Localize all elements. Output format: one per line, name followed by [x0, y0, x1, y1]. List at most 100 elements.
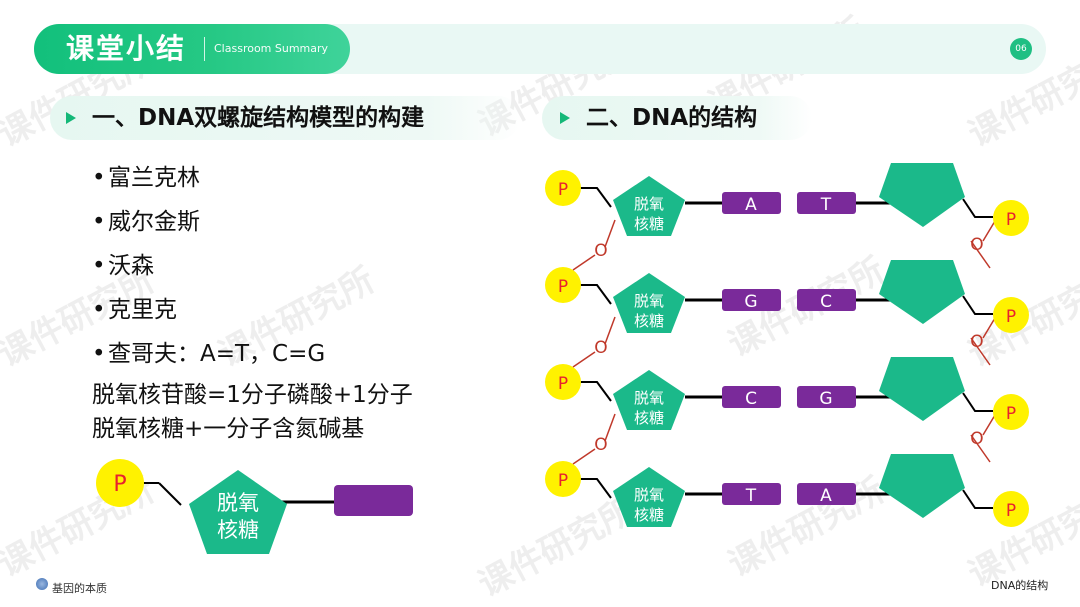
phosphate-circle	[545, 461, 581, 497]
oxygen-bond-label: O	[594, 435, 607, 455]
dna-structure-diagram: O O O O O O P 脱氧 核糖 A T P P 脱氧 核糖 G C	[545, 163, 1029, 527]
deoxyribose-pentagon	[613, 370, 685, 430]
base-letter: C	[820, 292, 832, 312]
phosphate-label: P	[1006, 501, 1016, 521]
page-number-badge: 06	[1010, 38, 1032, 60]
phosphate-label: P	[558, 471, 568, 491]
phosphate-bond-line	[158, 482, 182, 506]
oxygen-bond-label: O	[594, 241, 607, 261]
sugar-label-line-2: 核糖	[634, 312, 664, 330]
deoxyribose-pentagon	[879, 454, 965, 518]
phosphate-circle	[96, 459, 144, 507]
base-letter: C	[745, 389, 757, 409]
sugar-label-line-2: 核糖	[634, 506, 664, 524]
triangle-bullet-icon	[66, 112, 76, 124]
phosphate-label: P	[558, 374, 568, 394]
base-block	[797, 386, 856, 408]
list-item: •富兰克林	[92, 156, 325, 200]
base-letter: T	[820, 195, 832, 215]
right-backbone-bonds	[970, 220, 996, 463]
phosphate-label: P	[1006, 210, 1016, 230]
section-heading-left: 一、DNA双螺旋结构模型的构建	[92, 105, 425, 131]
nucleotide-definition-line-1: 脱氧核苷酸=1分子磷酸+1分子	[92, 382, 413, 408]
phosphate-circle	[993, 394, 1029, 430]
base-letter: T	[745, 486, 757, 506]
list-item: •查哥夫：A=T，C=G	[92, 332, 325, 376]
sugar-label-line-2: 核糖	[634, 409, 664, 427]
oxygen-bond-label: O	[970, 235, 983, 255]
phosphate-label: P	[558, 277, 568, 297]
deoxyribose-pentagon	[189, 470, 287, 554]
base-block	[797, 289, 856, 311]
nucleotide-diagram: P 脱氧 核糖	[96, 459, 413, 554]
base-block	[722, 289, 781, 311]
bullet-dot: •	[92, 341, 106, 367]
list-item-text: 富兰克林	[108, 165, 200, 191]
footer-chapter: 基因的本质	[52, 582, 107, 595]
deoxyribose-pentagon	[879, 260, 965, 324]
list-item-text: 查哥夫：A=T，C=G	[108, 341, 326, 367]
course-logo-icon	[36, 578, 48, 590]
deoxyribose-pentagon	[879, 163, 965, 227]
phosphate-circle	[545, 170, 581, 206]
page-subtitle: Classroom Summary	[214, 42, 329, 55]
phosphate-circle	[993, 200, 1029, 236]
oxygen-bond-label: O	[594, 338, 607, 358]
base-block	[797, 483, 856, 505]
phosphate-label: P	[558, 180, 568, 200]
base-block	[722, 386, 781, 408]
page-title: 课堂小结	[66, 32, 187, 65]
sugar-label-line-1: 脱氧	[634, 195, 664, 213]
header-title-pill	[34, 24, 350, 74]
sugar-label-line-1: 脱氧	[634, 292, 664, 310]
header-divider	[204, 37, 205, 61]
deoxyribose-pentagon	[613, 467, 685, 527]
sugar-label-line-1: 脱氧	[634, 389, 664, 407]
base-pair-row: P 脱氧 核糖 A T P	[545, 163, 1029, 236]
base-pair-row: P 脱氧 核糖 C G P	[545, 357, 1029, 430]
list-item: •威尔金斯	[92, 200, 325, 244]
base-block	[722, 192, 781, 214]
deoxyribose-pentagon	[879, 357, 965, 421]
sugar-label-line-1: 脱氧	[217, 491, 259, 515]
phosphate-circle	[545, 267, 581, 303]
bullet-dot: •	[92, 165, 106, 191]
deoxyribose-pentagon	[613, 273, 685, 333]
footer-section-link[interactable]: DNA的结构	[991, 579, 1049, 592]
base-block	[722, 483, 781, 505]
base-block	[797, 192, 856, 214]
base-block	[334, 485, 413, 516]
phosphate-label: P	[1006, 404, 1016, 424]
list-item-text: 威尔金斯	[108, 209, 200, 235]
bullet-dot: •	[92, 209, 106, 235]
phosphate-circle	[993, 297, 1029, 333]
base-letter: G	[819, 389, 832, 409]
base-letter: G	[744, 292, 757, 312]
oxygen-bond-label: O	[970, 429, 983, 449]
base-letter: A	[820, 486, 832, 506]
list-item: •沃森	[92, 244, 325, 288]
nucleotide-definition-line-2: 脱氧核糖+一分子含氮碱基	[92, 416, 365, 442]
base-pair-row: P 脱氧 核糖 G C P	[545, 260, 1029, 333]
phosphate-label: P	[1006, 307, 1016, 327]
deoxyribose-pentagon	[613, 176, 685, 236]
sugar-label-line-2: 核糖	[217, 518, 259, 542]
list-item-text: 沃森	[108, 253, 154, 279]
sugar-label-line-1: 脱氧	[634, 486, 664, 504]
triangle-bullet-icon	[560, 112, 570, 124]
base-letter: A	[745, 195, 757, 215]
phosphate-label: P	[113, 472, 126, 497]
phosphate-circle	[993, 491, 1029, 527]
sugar-label-line-2: 核糖	[634, 215, 664, 233]
section-heading-right-bg	[542, 96, 812, 140]
list-item-text: 克里克	[108, 297, 177, 323]
section-heading-left-bg	[50, 96, 520, 140]
left-backbone-bonds	[572, 219, 616, 465]
phosphate-circle	[545, 364, 581, 400]
bullet-dot: •	[92, 253, 106, 279]
oxygen-bond-label: O	[970, 332, 983, 352]
base-pair-row: P 脱氧 核糖 T A P	[545, 454, 1029, 527]
section-heading-right: 二、DNA的结构	[586, 105, 758, 131]
list-item: •克里克	[92, 288, 325, 332]
bullet-dot: •	[92, 297, 106, 323]
